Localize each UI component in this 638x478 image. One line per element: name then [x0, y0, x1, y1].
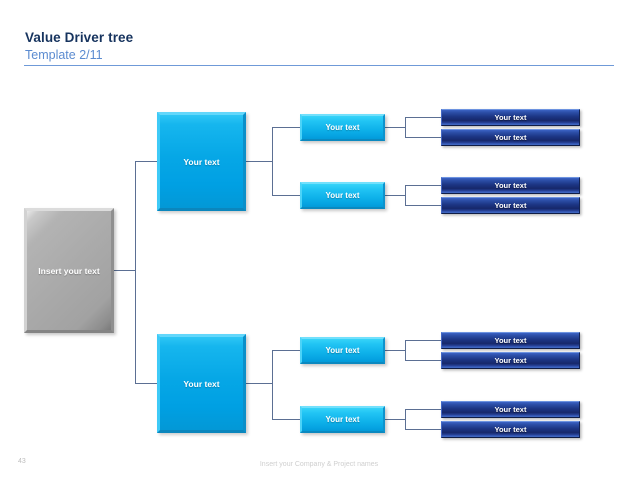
connector-branch-1-to-child-2 — [272, 195, 300, 196]
connector-branch-1-stub — [246, 161, 272, 162]
leaf-node-2-2-1[interactable]: Your text — [441, 401, 580, 418]
child-node-2-2-label: Your text — [325, 415, 360, 424]
connector-branch-2-stub — [246, 383, 272, 384]
root-node-label: Insert your text — [38, 265, 100, 276]
child-node-1-1[interactable]: Your text — [300, 114, 385, 141]
connector-child-1b-stub — [385, 195, 405, 196]
connector-branch-2-to-child-2 — [272, 419, 300, 420]
leaf-node-2-2-1-label: Your text — [494, 405, 527, 414]
connector-child-2b-to-leaf-1 — [405, 409, 441, 410]
connector-child-1b-to-leaf-1 — [405, 185, 441, 186]
leaf-node-1-1-1[interactable]: Your text — [441, 109, 580, 126]
leaf-node-1-2-2[interactable]: Your text — [441, 197, 580, 214]
connector-child-2b-to-leaf-2 — [405, 429, 441, 430]
connector-child-1a-to-leaf-1 — [405, 117, 441, 118]
child-node-2-1-label: Your text — [325, 346, 360, 355]
connector-child-1a-spine — [405, 117, 406, 137]
child-node-2-1[interactable]: Your text — [300, 337, 385, 364]
leaf-node-2-2-2[interactable]: Your text — [441, 421, 580, 438]
connector-child-1a-stub — [385, 127, 405, 128]
page-number: 43 — [18, 458, 26, 465]
leaf-node-2-2-2-label: Your text — [494, 425, 527, 434]
child-node-1-1-label: Your text — [325, 123, 360, 132]
leaf-node-1-1-1-label: Your text — [494, 113, 527, 122]
connector-child-1b-spine — [405, 185, 406, 205]
connector-child-2b-spine — [405, 409, 406, 429]
leaf-node-1-2-1-label: Your text — [494, 181, 527, 190]
header-divider — [24, 65, 614, 66]
connector-root-spine — [135, 161, 136, 384]
page-subtitle: Template 2/11 — [25, 48, 103, 62]
page-title: Value Driver tree — [25, 30, 134, 45]
connector-child-2b-stub — [385, 419, 405, 420]
branch-node-1-label: Your text — [183, 156, 220, 167]
connector-child-1b-to-leaf-2 — [405, 205, 441, 206]
connector-root-to-branch-1 — [135, 161, 158, 162]
branch-node-2-label: Your text — [183, 378, 220, 389]
leaf-node-2-1-2-label: Your text — [494, 356, 527, 365]
connector-branch-2-spine — [272, 350, 273, 419]
connector-child-2a-to-leaf-2 — [405, 360, 441, 361]
branch-node-1[interactable]: Your text — [157, 112, 246, 211]
leaf-node-2-1-2[interactable]: Your text — [441, 352, 580, 369]
child-node-2-2[interactable]: Your text — [300, 406, 385, 433]
leaf-node-2-1-1[interactable]: Your text — [441, 332, 580, 349]
connector-child-2a-spine — [405, 340, 406, 360]
leaf-node-1-1-2[interactable]: Your text — [441, 129, 580, 146]
leaf-node-2-1-1-label: Your text — [494, 336, 527, 345]
leaf-node-1-1-2-label: Your text — [494, 133, 527, 142]
connector-branch-1-spine — [272, 127, 273, 195]
child-node-1-2[interactable]: Your text — [300, 182, 385, 209]
connector-child-2a-stub — [385, 350, 405, 351]
connector-branch-2-to-child-1 — [272, 350, 300, 351]
connector-child-1a-to-leaf-2 — [405, 137, 441, 138]
connector-child-2a-to-leaf-1 — [405, 340, 441, 341]
slide-header: Value Driver tree Template 2/11 — [0, 0, 638, 70]
root-node[interactable]: Insert your text — [24, 208, 114, 333]
connector-branch-1-to-child-1 — [272, 127, 300, 128]
child-node-1-2-label: Your text — [325, 191, 360, 200]
connector-root-stub — [113, 270, 135, 271]
footer-note: Insert your Company & Project names — [259, 461, 379, 468]
leaf-node-1-2-2-label: Your text — [494, 201, 527, 210]
leaf-node-1-2-1[interactable]: Your text — [441, 177, 580, 194]
branch-node-2[interactable]: Your text — [157, 334, 246, 433]
connector-root-to-branch-2 — [135, 383, 158, 384]
